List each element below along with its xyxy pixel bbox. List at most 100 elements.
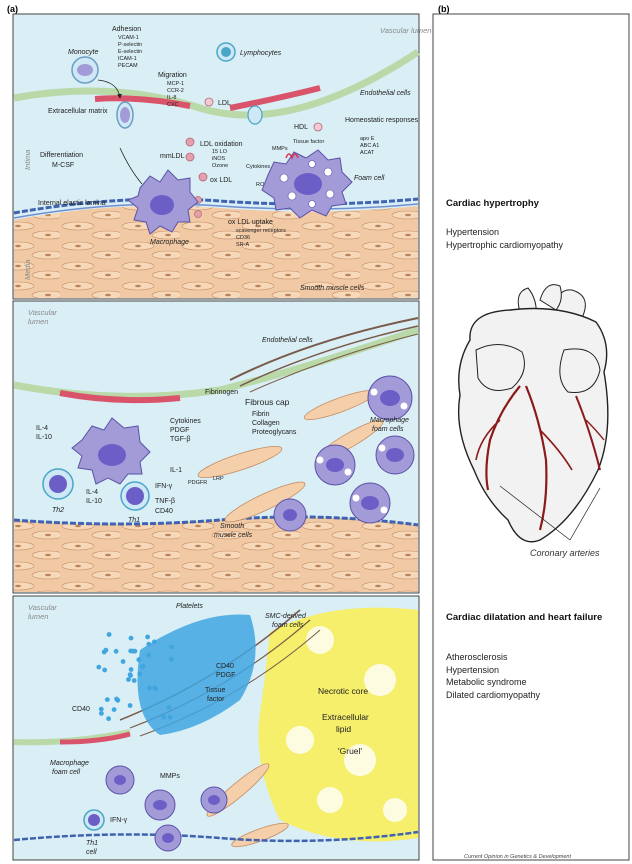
panel-2: Vascular lumen Endothelial cells Fibrino… xyxy=(13,301,419,593)
uptake-item: CD36 xyxy=(236,235,250,241)
ldl-oxidation-item: Ozone xyxy=(212,163,228,169)
platelet xyxy=(168,715,173,720)
platelet xyxy=(146,642,151,647)
media-label: Media xyxy=(23,260,32,280)
ldl-particle xyxy=(186,138,194,146)
list-item: Hypertension xyxy=(446,664,540,677)
vascular-lumen-label-2a: Vascular xyxy=(28,308,57,317)
platelet xyxy=(145,635,150,640)
platelet xyxy=(99,711,104,716)
th2-label: Th2 xyxy=(52,507,64,514)
cd40-label-3: CD40 xyxy=(72,706,90,713)
pdgfr-label: PDGFR xyxy=(188,480,207,486)
macrophage-foam-cell xyxy=(368,376,412,420)
uptake-item: scavenger receptors xyxy=(236,228,286,234)
uptake-title: ox LDL uptake xyxy=(228,219,273,226)
cd40-label: CD40 xyxy=(216,663,234,670)
platelet xyxy=(152,640,157,645)
macrophage-foam-cell xyxy=(350,483,390,523)
extracellular-lipid-label-a: Extracellular xyxy=(322,712,369,722)
list-item: Atherosclerosis xyxy=(446,651,540,664)
journal-footer: Current Opinion in Genetics & Developmen… xyxy=(464,854,571,860)
platelet xyxy=(130,649,135,654)
macrophage-foam-cell xyxy=(201,787,227,813)
platelet xyxy=(102,668,107,673)
smooth-muscle-cells-label-2a: Smooth xyxy=(220,523,244,530)
ldl-oxidation-item: 15 LO xyxy=(212,149,228,155)
platelet xyxy=(161,715,166,720)
homeostatic-title: Homeostatic responses xyxy=(345,117,419,124)
adhesion-item: PECAM xyxy=(118,63,138,69)
platelet xyxy=(129,636,134,641)
macrophage-foam-cell xyxy=(376,436,414,474)
list-item: Hypertrophic cardiomyopathy xyxy=(446,239,563,252)
il1-label: IL-1 xyxy=(170,467,182,474)
platelet xyxy=(96,665,101,670)
macrophage-foam-cell xyxy=(274,499,306,531)
macrophage-foam-cells-label-b: foam cells xyxy=(372,426,404,433)
platelets-label: Platelets xyxy=(176,603,203,610)
ifn-gamma-label: IFN-γ xyxy=(155,483,173,490)
differentiation-label: Differentiation xyxy=(40,152,83,159)
homeostatic-item: ABC A1 xyxy=(360,143,379,149)
smc-foam-label-a: SMC-derived xyxy=(265,613,307,620)
list-item: Metabolic syndrome xyxy=(446,676,540,689)
migration-item: CXC xyxy=(167,102,179,108)
platelet xyxy=(114,649,119,654)
extracellular-matrix-label: Extracellular matrix xyxy=(48,108,108,115)
panel-b: Coronary arteries Current Opinion in Gen… xyxy=(433,14,629,860)
vascular-lumen-label: Vascular lumen xyxy=(380,26,431,35)
migration-item: MCP-1 xyxy=(167,81,184,87)
platelet xyxy=(107,632,112,637)
macrophage-foam-cell-label-b: foam cell xyxy=(52,769,80,776)
lymphocytes-label: Lymphocytes xyxy=(240,50,282,57)
platelet xyxy=(152,685,157,690)
cardiac-hypertrophy-list: Hypertension Hypertrophic cardiomyopathy xyxy=(446,226,563,251)
platelet xyxy=(169,645,174,650)
mmldl-label: mmLDL xyxy=(160,153,185,160)
cardiac-dilatation-title: Cardiac dilatation and heart failure xyxy=(446,612,621,624)
homeostatic-item: apo E xyxy=(360,136,375,142)
ldl-particle xyxy=(205,98,213,106)
ldl-label: LDL xyxy=(218,100,231,107)
smooth-muscle-cells-label-1: Smooth muscle cells xyxy=(300,285,365,292)
panel-1: Vascular lumen Endothelial cells Intima … xyxy=(13,14,431,299)
gruel-label: 'Gruel' xyxy=(338,746,362,756)
fibrous-cap-item: Fibrin xyxy=(252,411,270,418)
uptake-item: SR-A xyxy=(236,242,249,248)
cytokines-item: TGF-β xyxy=(170,436,190,443)
hdl-particle xyxy=(314,123,322,131)
platelet xyxy=(146,653,151,658)
fibrinogen-label: Fibrinogen xyxy=(205,389,238,396)
migration-item: IL-8 xyxy=(167,95,176,101)
adhesion-title: Adhesion xyxy=(112,26,141,33)
platelet xyxy=(136,657,141,662)
hdl-label: HDL xyxy=(294,124,308,131)
macrophage-foam-cell xyxy=(145,790,175,820)
platelet xyxy=(105,697,110,702)
ldl-particle xyxy=(199,173,207,181)
macrophage-foam-cell xyxy=(155,825,181,851)
il4-label: IL-4 xyxy=(86,489,98,496)
il4-label: IL-4 xyxy=(36,425,48,432)
il10-label: IL-10 xyxy=(36,434,52,441)
ox-ldl-label: ox LDL xyxy=(210,177,232,184)
extracellular-lipid-label-b: lipid xyxy=(336,724,351,734)
ifn-gamma-label-3: IFN-γ xyxy=(110,817,128,824)
ldl-particle xyxy=(186,153,194,161)
th1-cell-label-b: cell xyxy=(86,849,97,856)
tissue-factor-label-1: Tissue factor xyxy=(293,139,324,145)
macrophage-foam-cells-label-a: Macrophage xyxy=(370,417,409,424)
list-item: Hypertension xyxy=(446,226,563,239)
internal-elastic-lamina-label-1: Internal elastic lamina xyxy=(38,200,106,207)
platelet xyxy=(129,667,134,672)
fibrous-cap-item: Collagen xyxy=(252,420,280,427)
th1-cell-label-a: Th1 xyxy=(86,840,98,847)
platelet xyxy=(128,672,133,677)
adhesion-item: E-selectin xyxy=(118,49,142,55)
platelet xyxy=(167,705,172,710)
endothelial-cells-label: Endothelial cells xyxy=(360,90,411,97)
cd40-label-2: CD40 xyxy=(155,508,173,515)
ldl-oxidation-title: LDL oxidation xyxy=(200,141,243,148)
th1-label: Th1 xyxy=(128,517,140,524)
